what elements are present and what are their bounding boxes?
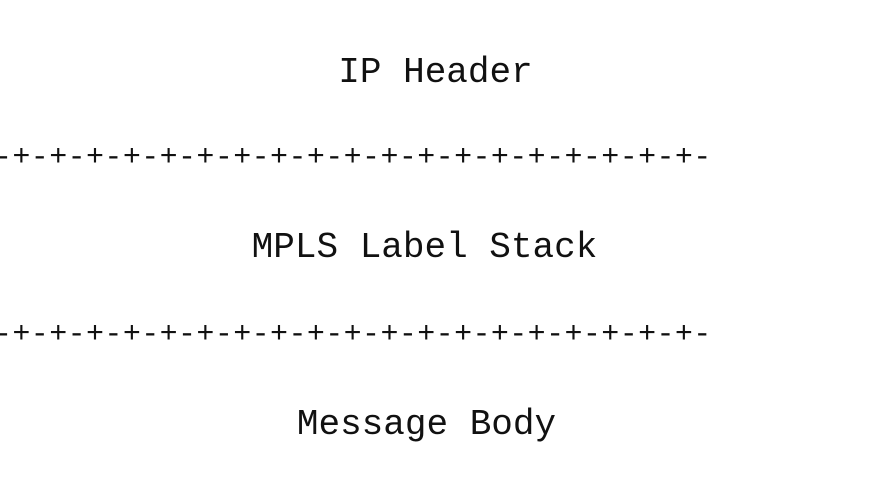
- field-separator-2: -+-+-+-+-+-+-+-+-+-+-+-+-+-+-+-+-+-+-+-: [0, 318, 712, 352]
- mpls-label-stack-field: MPLS Label Stack: [251, 227, 598, 268]
- message-body-field: Message Body: [296, 404, 557, 445]
- field-separator-1: -+-+-+-+-+-+-+-+-+-+-+-+-+-+-+-+-+-+-+-: [0, 141, 712, 175]
- ip-header-field: IP Header: [338, 52, 533, 93]
